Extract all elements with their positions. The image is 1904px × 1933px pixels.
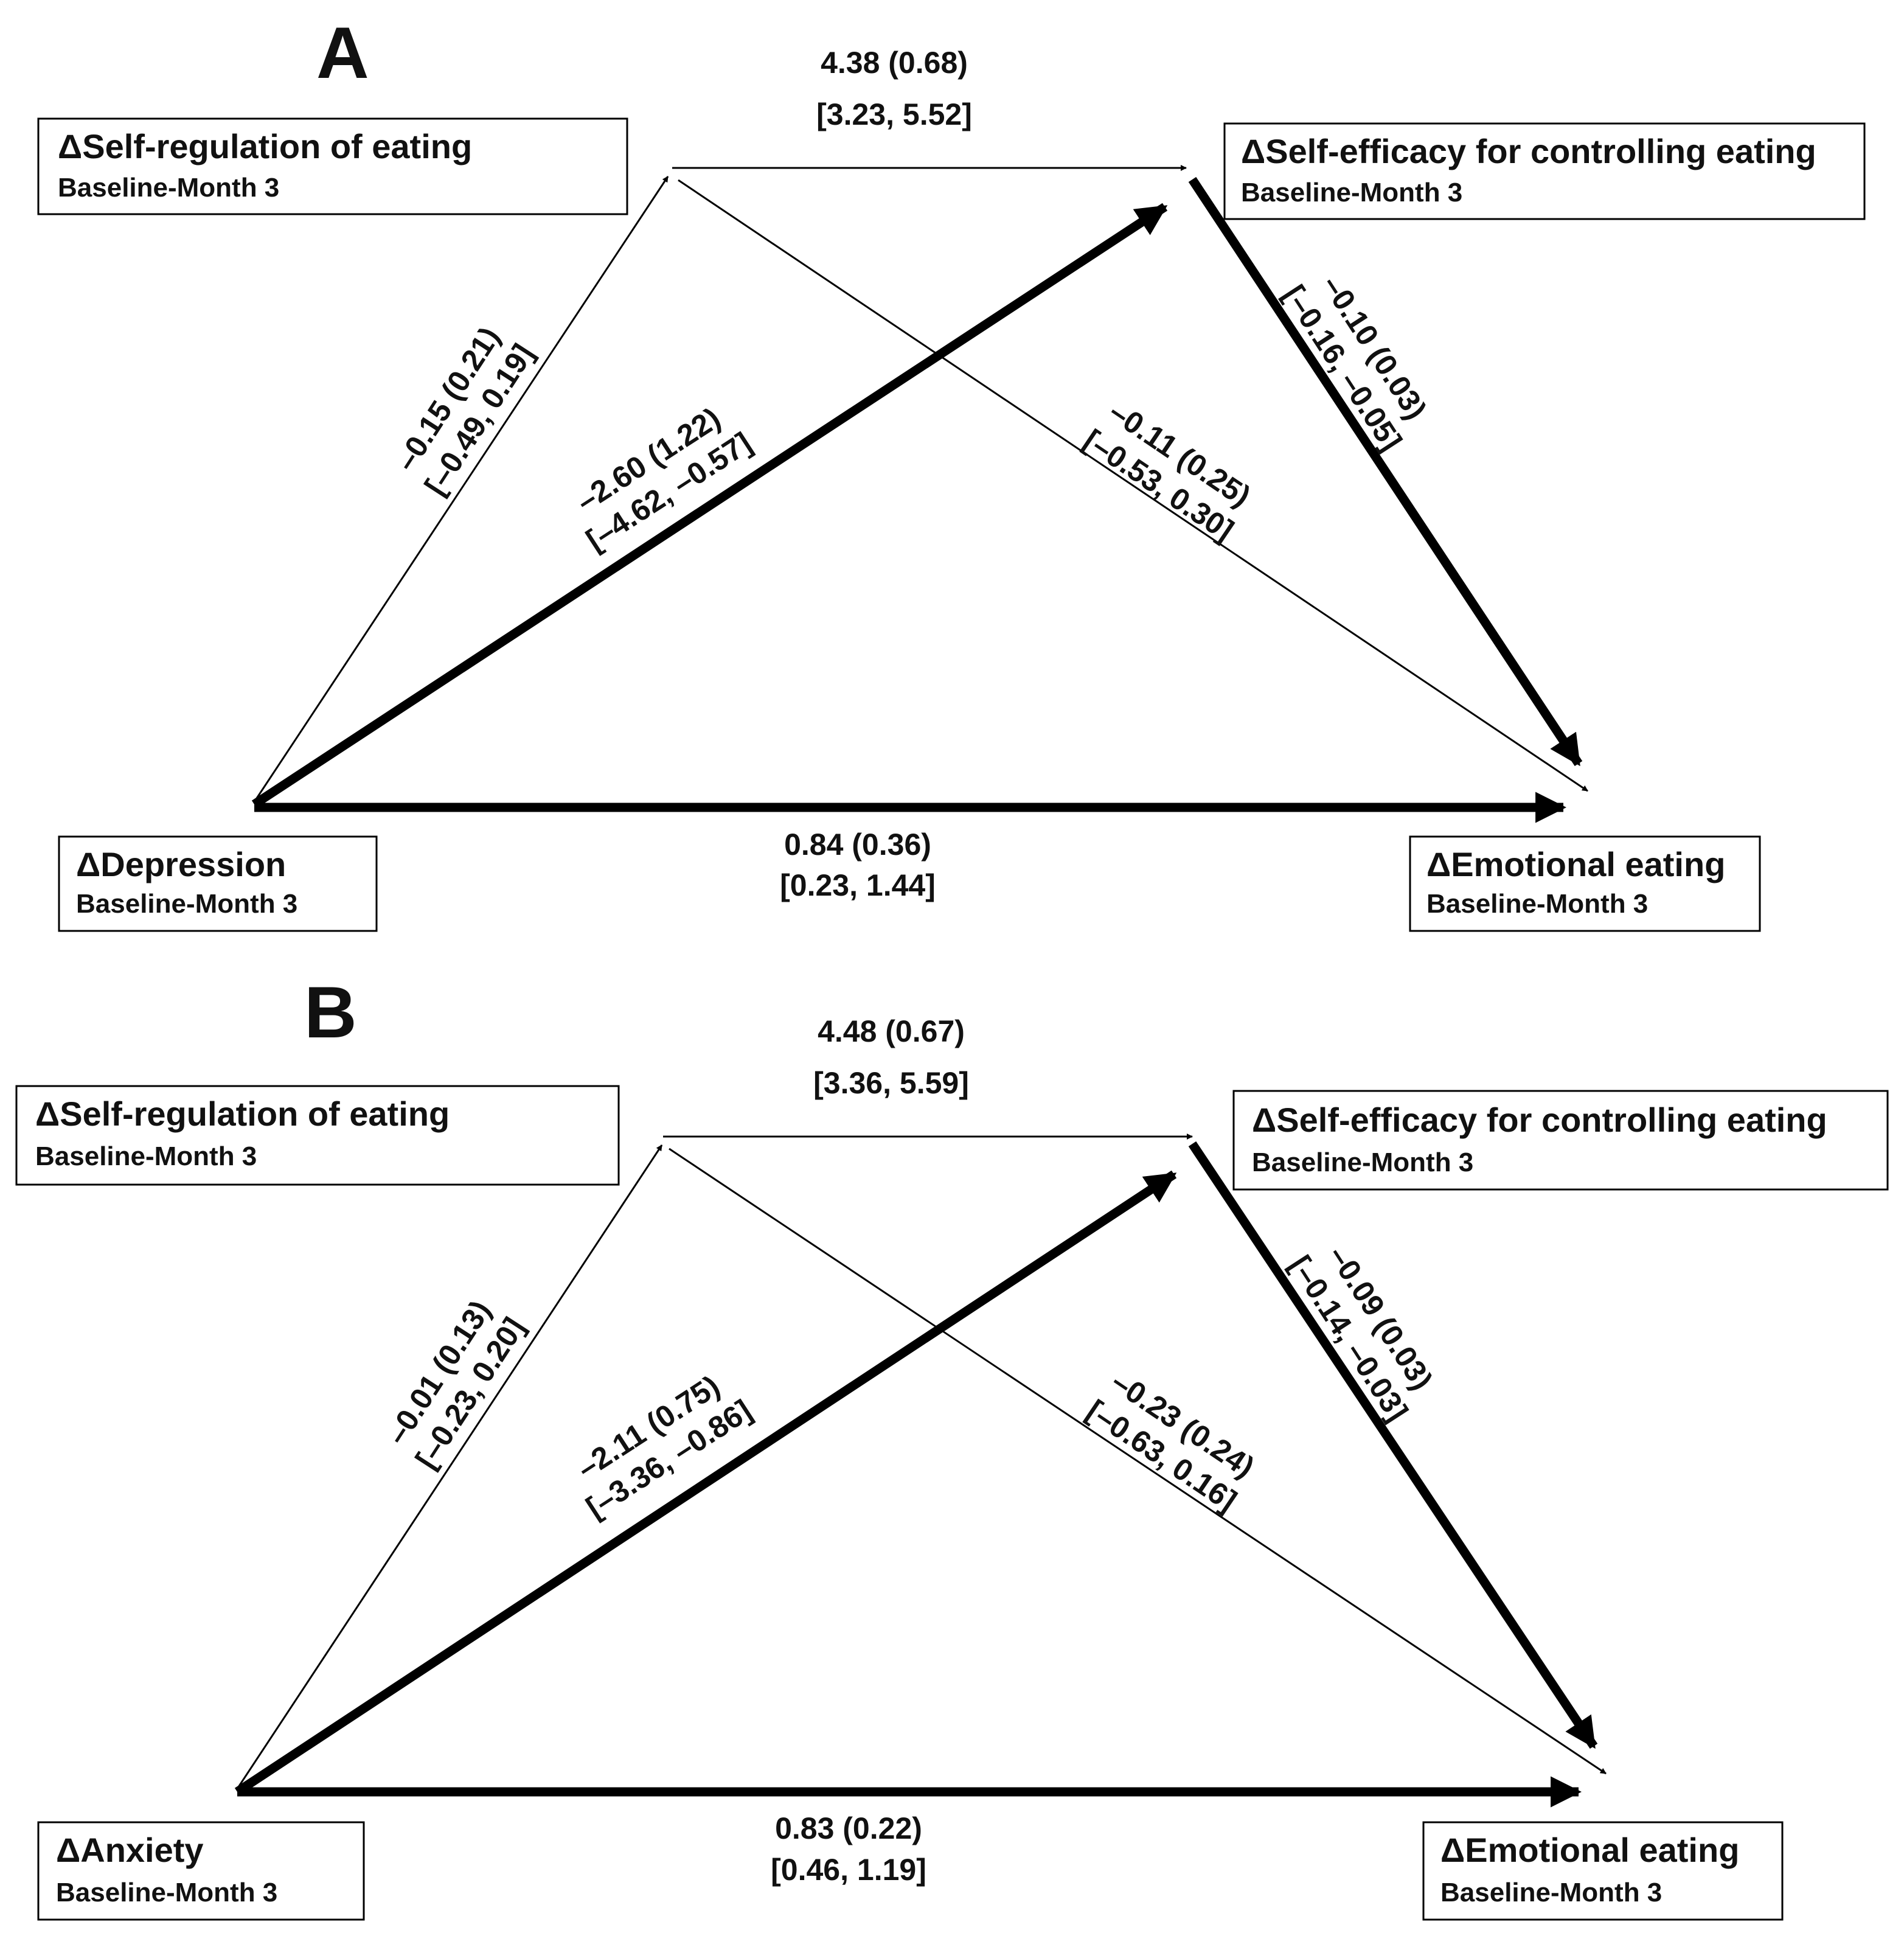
panel-a-label: A bbox=[316, 12, 369, 94]
coef-a-predictor-to-selfeff: –2.60 (1.22) [–4.62, –0.57] bbox=[570, 401, 757, 557]
node-subtitle: Baseline-Month 3 bbox=[1440, 1878, 1662, 1907]
coef-a-selfreg-to-outcome: –0.11 (0.25) [–0.53, 0.30] bbox=[1078, 394, 1257, 548]
path-b-selfeff-to-outcome bbox=[1188, 1141, 1598, 1749]
coef-a-predictor-to-outcome: 0.84 (0.36) [0.23, 1.44] bbox=[780, 827, 936, 902]
coef-b-predictor-to-selfreg: –0.01 (0.13) [–0.23, 0.20] bbox=[380, 1294, 532, 1474]
node-subtitle: Baseline-Month 3 bbox=[58, 173, 279, 203]
node-title: ΔEmotional eating bbox=[1440, 1831, 1739, 1869]
node-a-self-efficacy: ΔSelf-efficacy for controlling eating Ba… bbox=[1223, 122, 1866, 220]
coef-ci: [3.23, 5.52] bbox=[816, 97, 972, 131]
path-a-selfreg-to-outcome bbox=[678, 179, 1588, 792]
node-b-predictor: ΔAnxiety Baseline-Month 3 bbox=[37, 1821, 365, 1921]
node-b-self-regulation: ΔSelf-regulation of eating Baseline-Mont… bbox=[15, 1085, 620, 1186]
coef-b-predictor-to-selfeff: –2.11 (0.75) [–3.36, –0.86] bbox=[571, 1369, 758, 1525]
path-a-predictor-to-selfreg bbox=[253, 176, 669, 803]
node-title: ΔSelf-regulation of eating bbox=[58, 127, 472, 165]
coef-a-predictor-to-selfreg: –0.15 (0.21) [–0.49, 0.19] bbox=[389, 321, 541, 501]
path-a-predictor-to-selfeff bbox=[251, 203, 1168, 809]
node-a-outcome: ΔEmotional eating Baseline-Month 3 bbox=[1409, 835, 1761, 932]
node-title: ΔAnxiety bbox=[56, 1831, 204, 1869]
path-b-predictor-to-selfeff bbox=[234, 1170, 1177, 1796]
node-b-outcome: ΔEmotional eating Baseline-Month 3 bbox=[1422, 1821, 1784, 1921]
node-subtitle: Baseline-Month 3 bbox=[56, 1878, 277, 1907]
node-subtitle: Baseline-Month 3 bbox=[1241, 178, 1462, 207]
node-a-self-regulation: ΔSelf-regulation of eating Baseline-Mont… bbox=[37, 117, 628, 215]
coef-b-selfreg-to-selfeff: 4.48 (0.67) [3.36, 5.59] bbox=[813, 1014, 969, 1100]
path-b-selfreg-to-outcome bbox=[669, 1148, 1607, 1775]
coef-a-selfreg-to-selfeff: 4.38 (0.68) [3.23, 5.52] bbox=[816, 46, 972, 131]
coef-ci: [0.46, 1.19] bbox=[771, 1853, 926, 1887]
node-subtitle: Baseline-Month 3 bbox=[1426, 889, 1648, 919]
path-b-predictor-to-selfreg bbox=[236, 1144, 663, 1789]
panel-a: A ΔSelf-regulation of eating Baseline-Mo… bbox=[37, 12, 1866, 932]
node-title: ΔDepression bbox=[76, 845, 286, 883]
coef-estimate: 4.38 (0.68) bbox=[821, 46, 968, 80]
node-a-predictor: ΔDepression Baseline-Month 3 bbox=[58, 835, 378, 932]
coef-ci: [3.36, 5.59] bbox=[813, 1066, 969, 1100]
path-a-selfeff-to-outcome bbox=[1188, 176, 1583, 767]
node-title: ΔSelf-efficacy for controlling eating bbox=[1241, 132, 1816, 170]
node-title: ΔSelf-efficacy for controlling eating bbox=[1252, 1101, 1827, 1139]
node-subtitle: Baseline-Month 3 bbox=[35, 1141, 257, 1171]
coef-b-predictor-to-outcome: 0.83 (0.22) [0.46, 1.19] bbox=[771, 1811, 926, 1887]
node-title: ΔEmotional eating bbox=[1426, 845, 1725, 883]
node-subtitle: Baseline-Month 3 bbox=[76, 889, 297, 919]
coef-ci: [0.23, 1.44] bbox=[780, 868, 936, 902]
node-subtitle: Baseline-Month 3 bbox=[1252, 1148, 1473, 1177]
coef-b-selfreg-to-outcome: –0.23 (0.24) [–0.63, 0.16] bbox=[1081, 1364, 1260, 1517]
coef-estimate: 0.84 (0.36) bbox=[784, 827, 931, 862]
node-title: ΔSelf-regulation of eating bbox=[35, 1095, 450, 1133]
panel-b: B ΔSelf-regulation of eating Baseline-Mo… bbox=[15, 972, 1889, 1921]
panel-b-label: B bbox=[304, 972, 357, 1053]
coef-estimate: 0.83 (0.22) bbox=[775, 1811, 922, 1845]
coef-estimate: 4.48 (0.67) bbox=[818, 1014, 965, 1048]
node-b-self-efficacy: ΔSelf-efficacy for controlling eating Ba… bbox=[1232, 1090, 1889, 1191]
